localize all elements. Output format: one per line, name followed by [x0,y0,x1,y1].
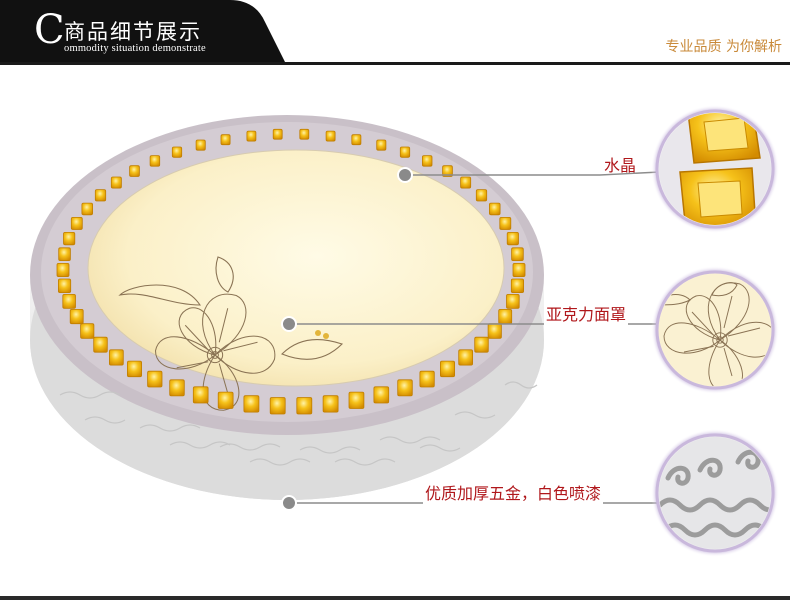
header-banner: C 商品细节展示 ommodity situation demonstrate … [0,0,790,66]
footer-divider [0,596,790,600]
crystal-gem [511,247,524,262]
crystal-gem [488,202,501,216]
crystal-gem [217,391,234,409]
crystal-gem [243,395,260,413]
crystal-ring [56,128,526,415]
crystal-gem [169,379,185,397]
flower-motif [118,256,344,411]
crystal-gem [93,336,108,353]
crystal-gem [110,176,122,189]
callout-marker-diffuser [281,316,297,332]
callout-marker-body [281,495,297,511]
crystal-gem [506,231,519,246]
crystal-gem [475,189,488,202]
crystal-gem [421,155,433,167]
crystal-gem [127,360,143,378]
callout-marker-crystal [397,167,413,183]
crystal-gem [58,247,71,262]
crystal-gem [442,165,453,177]
crystal-gem [419,370,435,388]
header-background [0,0,285,62]
crystal-gem [348,391,365,409]
header-divider [0,62,790,65]
crystal-gem [246,130,257,142]
crystal-gem [498,308,513,325]
crystal-gem [195,139,206,151]
detail-diffuser [651,266,779,394]
side-pattern [59,381,538,466]
crystal-gem [171,146,183,158]
crystal-gem [376,139,387,151]
crystal-gem [269,397,286,415]
crystal-gem [296,397,313,415]
crystal-gem [512,262,526,277]
crystal-gem [109,349,124,366]
crystal-gem [439,360,455,378]
crystal-gem [220,134,231,146]
detail-side-pattern [651,429,779,557]
crystal-gem [474,336,489,353]
crystal-gem [81,202,94,216]
crystal-gem [147,370,163,388]
detail-crystal [651,105,779,233]
crystal-gem [325,130,336,142]
crystal-gem [499,216,512,230]
crystal-gem [58,278,72,294]
crystal-gem [94,189,107,202]
crystal-gem [351,134,362,146]
crystal-gem [272,128,283,140]
crystal-gem [149,155,161,167]
crystal-gem [487,323,502,339]
crystal-gem [70,216,83,230]
crystal-gem [62,293,76,309]
crystal-gem [510,278,524,294]
crystal-gem [460,176,472,189]
header-initial: C [34,7,65,53]
crystal-gem [322,395,339,413]
ceiling-lamp [30,115,544,500]
crystal-gem [56,262,70,277]
page-title: 商品细节展示 [64,20,202,44]
crystal-gem [458,349,474,366]
product-illustration [30,105,779,557]
crystal-gem [63,231,76,246]
crystal-gem [397,379,413,397]
crystal-gem [399,146,411,158]
crystal-gem [373,386,390,404]
label-hardware-finish: 优质加厚五金，白色喷漆 [423,480,604,504]
tagline: 专业品质 为你解析 [665,39,782,55]
crystal-gem [129,165,140,177]
crystal-gem [506,293,520,309]
label-crystal: 水晶 [604,156,637,175]
page-subtitle: ommodity situation demonstrate [64,43,206,54]
crystal-gem [299,128,310,140]
crystal-gem [69,308,84,325]
crystal-gem [80,323,95,339]
crystal-gem [192,386,209,404]
label-acrylic-diffuser: 亚克力面罩 [544,301,629,325]
